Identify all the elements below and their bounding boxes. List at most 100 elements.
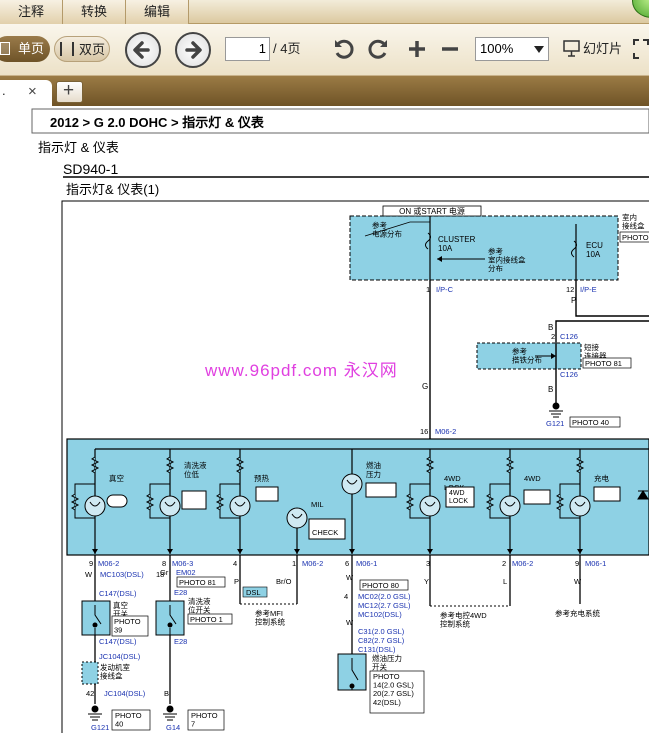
slideshow-icon <box>563 40 580 57</box>
glow-plug-icon <box>255 486 279 502</box>
junction-box-label: 室内接线盒 <box>622 212 645 231</box>
connector-e28: E28 <box>174 588 187 597</box>
close-tab-icon[interactable]: × <box>28 83 37 100</box>
zoom-in-icon[interactable] <box>405 37 429 61</box>
power-dist-ref: 参考电源分布 <box>372 220 402 239</box>
ground-g14-icon <box>163 705 177 721</box>
junction-box-photo: PHOTO <box>622 233 649 242</box>
connector-c147-b: C147(DSL) <box>99 637 137 646</box>
diagram-title: 指示灯& 仪表(1) <box>66 182 159 197</box>
wire-color-b: B <box>548 323 553 332</box>
wire-color-l: L <box>503 577 507 586</box>
arrow-right-icon <box>185 41 202 59</box>
pin-ipe: 12 <box>566 285 574 294</box>
plus-icon: + <box>63 80 75 101</box>
wire-color-w-b: W <box>346 573 354 582</box>
power-header: ON 或START 电源 <box>399 206 465 216</box>
section-title: 指示灯 & 仪表 <box>38 140 119 155</box>
lamp-oil-pressure-label: 燃油压力 <box>366 460 381 479</box>
lamp-oil-pressure: 燃油压力 <box>341 449 397 554</box>
connector-e28-b: E28 <box>174 637 187 646</box>
single-page-label: 单页 <box>18 41 45 56</box>
slideshow-button[interactable]: 幻灯片 <box>563 37 622 61</box>
connector-em02: EM02 <box>176 568 196 577</box>
next-page-button[interactable] <box>175 32 211 68</box>
zoom-out-icon[interactable] <box>438 37 462 61</box>
lamp-charge: 充电 <box>555 449 621 554</box>
single-page-button[interactable]: 单页 <box>0 36 50 62</box>
pin-16: 16 <box>420 427 428 436</box>
rotate-left-icon[interactable] <box>332 37 356 61</box>
lamp-4wd-lock: 4WDLOCK4WDLOCK <box>405 449 475 554</box>
vacuum-switch <box>81 600 111 636</box>
lamp-4wd: 4WD <box>485 449 551 554</box>
wire-color-b2: B <box>548 385 553 394</box>
zoom-select[interactable]: 100% <box>475 37 549 61</box>
lamp-washer-low-label: 清洗液位低 <box>184 460 207 479</box>
connector-ipc: I/P-C <box>436 285 454 294</box>
lamp-charge-label: 充电 <box>594 473 609 483</box>
pin-ipc: 1 <box>426 285 430 294</box>
vacuum-icon <box>106 494 128 508</box>
connector-m06-2-b: M06-2 <box>302 559 323 568</box>
wire-color-gr: Gr <box>160 568 169 577</box>
page-number-input[interactable]: 1 <box>225 37 270 61</box>
connector-mc102: MC102(DSL) <box>358 610 402 619</box>
menu-tab-annotate[interactable]: 注释 <box>0 0 63 24</box>
wire-color-bro: Br/O <box>276 577 292 586</box>
connector-m06-1: M06-1 <box>356 559 377 568</box>
chevron-down-icon <box>534 46 544 53</box>
watermark: www.96pdf.com 永汉网 <box>204 361 398 380</box>
double-page-button[interactable]: 双页 <box>54 36 110 62</box>
oil-pressure-switch-label: 燃油压力开关 <box>372 653 402 672</box>
connector-m06-2-top: M06-2 <box>435 427 456 436</box>
new-tab-button[interactable]: + <box>56 80 83 103</box>
pin-4-b: 4 <box>344 592 348 601</box>
wire-color-w-d: W <box>574 577 582 586</box>
fullscreen-icon[interactable] <box>632 37 649 61</box>
rotate-right-icon[interactable] <box>366 37 390 61</box>
pin-42: 42 <box>86 689 94 698</box>
wire-color-g: G <box>422 382 428 391</box>
lamp-glow: 预热 <box>215 449 279 554</box>
pin-9-b: 9 <box>575 559 579 568</box>
dsl-tag: DSL <box>246 588 261 597</box>
page-total-label: / 4页 <box>273 41 301 56</box>
menu-tab-convert[interactable]: 转换 <box>63 0 126 24</box>
document-tab-label: . <box>2 83 6 98</box>
wire-color-b-bottom: B <box>164 689 169 698</box>
menu-tab-edit[interactable]: 编辑 <box>126 0 189 24</box>
photo-80: PHOTO 80 <box>362 581 399 590</box>
ref-charging-system: 参考充电系统 <box>555 608 600 618</box>
lamp-4wd-label: 4WD <box>524 474 541 483</box>
lamp-glow-label: 预热 <box>254 473 269 483</box>
connector-jc104-a: JC104(DSL) <box>99 652 141 661</box>
engine-junction-box-label: 发动机室接线盒 <box>100 662 130 681</box>
splice-photo: PHOTO 81 <box>585 359 622 368</box>
single-page-icon <box>0 42 10 55</box>
ground-splice-box <box>476 342 582 370</box>
document-tab[interactable]: . × <box>0 80 52 106</box>
pin-2: 2 <box>502 559 506 568</box>
connector-jc104-b: JC104(DSL) <box>104 689 146 698</box>
breadcrumb: 2012 > G 2.0 DOHC > 指示灯 & 仪表 <box>50 115 265 130</box>
connector-m06-2-c: M06-2 <box>512 559 533 568</box>
connector-c126-bottom: C126 <box>560 370 578 379</box>
connector-m06-3: M06-3 <box>172 559 193 568</box>
menu-bar: 注释 转换 编辑 <box>0 0 649 24</box>
4wd-icon <box>523 489 551 505</box>
pin-3: 3 <box>426 559 430 568</box>
ground-g121-right: G121 <box>546 419 564 428</box>
app-orb-icon[interactable] <box>632 0 649 18</box>
prev-page-button[interactable] <box>125 32 161 68</box>
photo-81: PHOTO 81 <box>179 578 216 587</box>
connector-c31: C31(2.0 GSL) <box>358 627 405 636</box>
ground-g14: G14 <box>166 723 180 732</box>
connector-c131: C131(DSL) <box>358 645 396 654</box>
double-page-label: 双页 <box>79 42 106 57</box>
